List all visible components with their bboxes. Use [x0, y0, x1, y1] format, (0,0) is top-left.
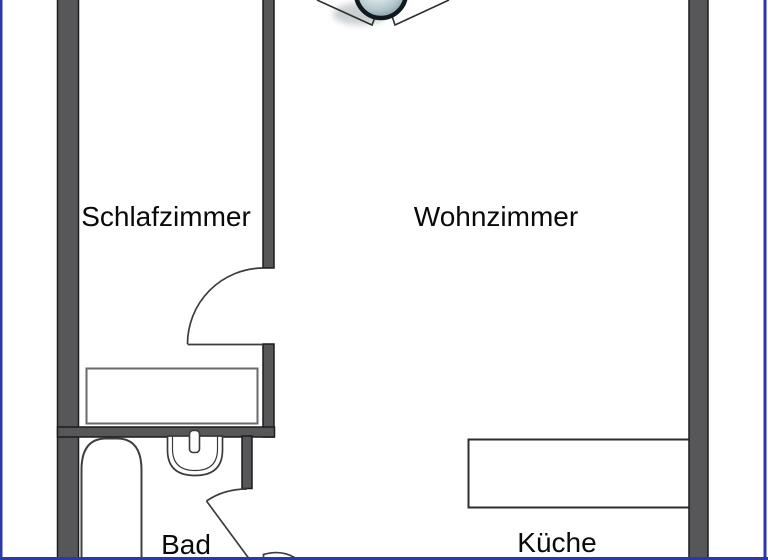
bathroom-fixtures: [80, 429, 224, 560]
washbasin-tap: [188, 429, 201, 454]
washbasin: [166, 435, 224, 477]
bathtub: [80, 437, 143, 560]
frame-left: [0, 0, 3, 560]
room-label-bad: Bad: [161, 529, 211, 560]
wall-left-exterior: [56, 0, 80, 560]
kitchen-counter: [467, 438, 693, 509]
bathroom-door-arc: [206, 488, 248, 502]
room-label-wohnzimmer: Wohnzimmer: [413, 201, 579, 232]
sphere-icon: [354, 0, 408, 21]
washbasin-inner-rim: [171, 436, 219, 472]
wall-right-exterior: [688, 0, 709, 560]
walls: [56, 0, 709, 560]
entrance-sphere-ornament: [316, 0, 450, 27]
wardrobe: [85, 367, 259, 425]
doors: [186, 267, 296, 560]
room-label-schlafzimmer: Schlafzimmer: [81, 201, 251, 232]
wall-bedroom-lower: [262, 343, 275, 438]
wall-bedroom-upper: [262, 0, 275, 269]
frame-bottom: [0, 557, 768, 560]
wall-bath-top: [56, 426, 276, 438]
bathroom-door-leaf: [205, 500, 251, 560]
bedroom-door-arc: [186, 267, 264, 345]
frame-right: [763, 0, 767, 560]
room-label-kueche: Küche: [517, 527, 597, 558]
wall-bath-inner: [241, 435, 253, 490]
